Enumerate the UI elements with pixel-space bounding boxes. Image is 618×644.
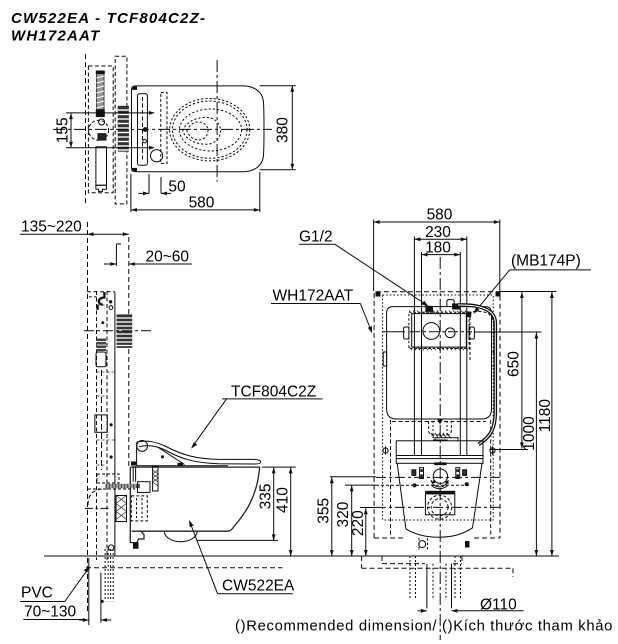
svg-text:580: 580 bbox=[427, 207, 453, 224]
svg-text:410: 410 bbox=[275, 487, 292, 513]
svg-text:PVC: PVC bbox=[21, 585, 53, 602]
svg-text:CW522EA: CW522EA bbox=[222, 578, 295, 595]
svg-text:220: 220 bbox=[350, 510, 367, 536]
svg-text:1000: 1000 bbox=[521, 416, 538, 451]
svg-text:G1/2: G1/2 bbox=[299, 229, 333, 246]
svg-text:(MB174P): (MB174P) bbox=[511, 253, 581, 270]
svg-text:CW522EA - TCF804C2Z-: CW522EA - TCF804C2Z- bbox=[11, 10, 206, 27]
svg-text:WH172AAT: WH172AAT bbox=[273, 287, 354, 304]
svg-text:135~220: 135~220 bbox=[21, 219, 82, 236]
svg-text:20~60: 20~60 bbox=[146, 249, 190, 266]
svg-text:355: 355 bbox=[315, 498, 332, 524]
svg-text:50: 50 bbox=[168, 179, 186, 196]
svg-text:335: 335 bbox=[258, 483, 275, 509]
svg-text:70~130: 70~130 bbox=[24, 604, 77, 621]
svg-text:TCF804C2Z: TCF804C2Z bbox=[231, 384, 316, 401]
svg-text:Ø110: Ø110 bbox=[480, 596, 517, 613]
svg-text:()Recommended dimension/ ()Kíc: ()Recommended dimension/ ()Kích thước th… bbox=[235, 619, 613, 635]
svg-text:1180: 1180 bbox=[537, 399, 554, 433]
svg-text:320: 320 bbox=[335, 501, 352, 527]
svg-text:580: 580 bbox=[189, 195, 215, 212]
svg-text:180: 180 bbox=[425, 240, 451, 257]
svg-text:230: 230 bbox=[425, 224, 451, 241]
svg-text:650: 650 bbox=[506, 351, 523, 377]
svg-text:155: 155 bbox=[55, 117, 72, 143]
svg-text:WH172AAT: WH172AAT bbox=[11, 28, 101, 45]
svg-text:380: 380 bbox=[275, 117, 292, 143]
